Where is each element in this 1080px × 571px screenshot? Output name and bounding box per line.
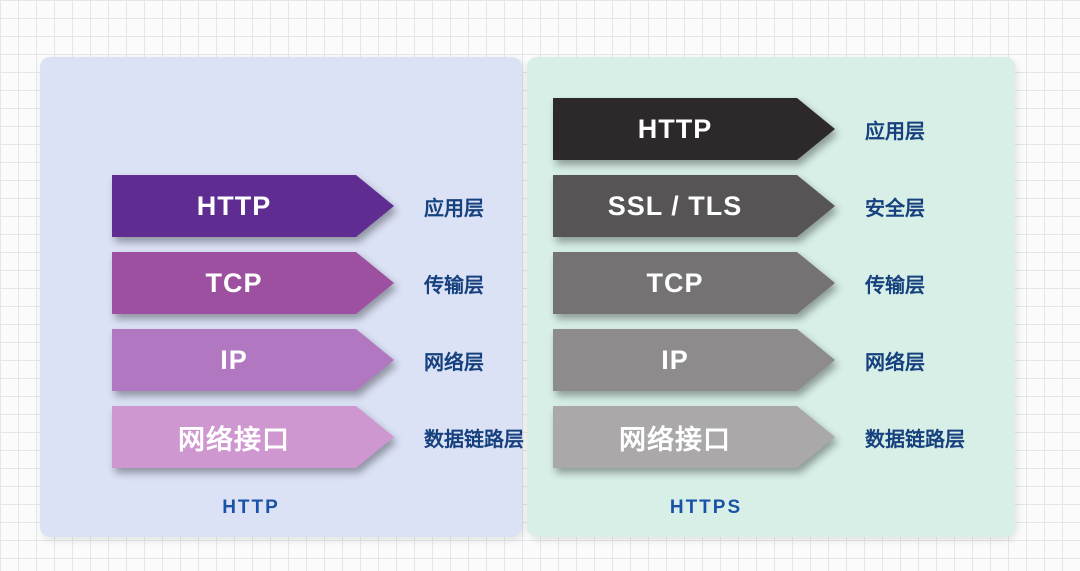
protocol-row: 网络接口 数据链路层 bbox=[553, 406, 1015, 468]
protocol-label: SSL / TLS bbox=[607, 190, 743, 221]
layer-label: 应用层 bbox=[865, 120, 925, 143]
layer-label: 数据链路层 bbox=[865, 428, 965, 451]
protocol-label: IP bbox=[661, 344, 689, 375]
protocol-arrow-ip: IP bbox=[112, 329, 394, 391]
protocol-row: HTTP 应用层 bbox=[112, 175, 522, 237]
https-stack-panel: HTTP 应用层 SSL / TLS 安全层 TCP 传输层 bbox=[527, 57, 1015, 537]
layer-label: 网络层 bbox=[865, 351, 925, 374]
panel-caption-https: HTTPS bbox=[669, 497, 743, 518]
protocol-label: TCP bbox=[205, 267, 263, 298]
http-stack-panel: HTTP 应用层 TCP 传输层 IP 网络层 bbox=[40, 57, 524, 537]
protocol-arrow-ssl-tls: SSL / TLS bbox=[553, 175, 835, 237]
protocol-arrow-ip: IP bbox=[553, 329, 835, 391]
https-stack-rows: HTTP 应用层 SSL / TLS 安全层 TCP 传输层 bbox=[527, 98, 1015, 483]
layer-label: 传输层 bbox=[865, 274, 925, 297]
protocol-row: TCP 传输层 bbox=[112, 252, 522, 314]
protocol-arrow-network-interface: 网络接口 bbox=[112, 406, 394, 468]
protocol-row: HTTP 应用层 bbox=[553, 98, 1015, 160]
protocol-row: SSL / TLS 安全层 bbox=[553, 175, 1015, 237]
layer-label: 安全层 bbox=[865, 197, 925, 220]
protocol-label: HTTP bbox=[196, 190, 272, 221]
protocol-label: TCP bbox=[646, 267, 704, 298]
panel-caption-http: HTTP bbox=[222, 497, 280, 518]
http-stack-rows: HTTP 应用层 TCP 传输层 IP 网络层 bbox=[40, 175, 524, 483]
protocol-arrow-tcp: TCP bbox=[553, 252, 835, 314]
protocol-row: IP 网络层 bbox=[112, 329, 522, 391]
protocol-row: TCP 传输层 bbox=[553, 252, 1015, 314]
protocol-label: HTTP bbox=[637, 113, 713, 144]
layer-label: 传输层 bbox=[424, 274, 484, 297]
protocol-row: IP 网络层 bbox=[553, 329, 1015, 391]
protocol-arrow-tcp: TCP bbox=[112, 252, 394, 314]
protocol-arrow-network-interface: 网络接口 bbox=[553, 406, 835, 468]
layer-label: 网络层 bbox=[424, 351, 484, 374]
protocol-arrow-http: HTTP bbox=[112, 175, 394, 237]
protocol-label: 网络接口 bbox=[178, 424, 290, 455]
protocol-label: 网络接口 bbox=[619, 424, 731, 455]
layer-label: 应用层 bbox=[424, 197, 484, 220]
protocol-row: 网络接口 数据链路层 bbox=[112, 406, 524, 468]
layer-label: 数据链路层 bbox=[424, 428, 524, 451]
protocol-label: IP bbox=[220, 344, 248, 375]
protocol-arrow-http: HTTP bbox=[553, 98, 835, 160]
